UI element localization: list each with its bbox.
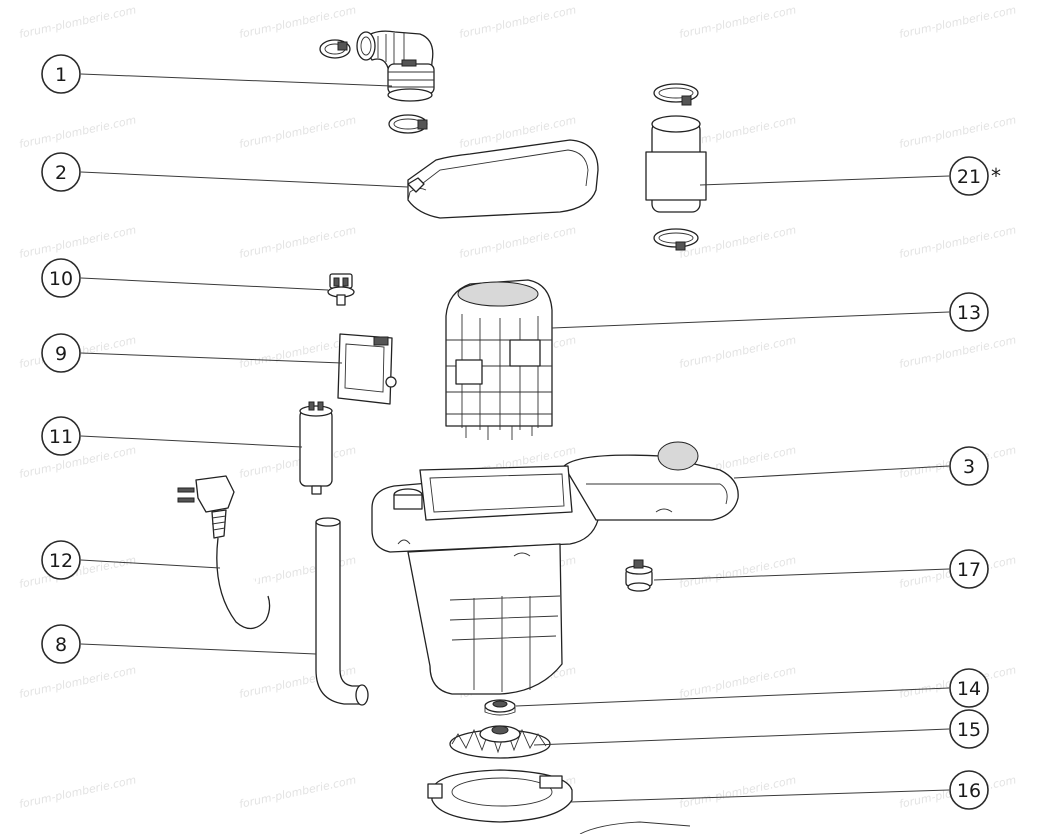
callout-label: 3 <box>963 456 975 478</box>
watermark-text: forum-plomberie.com <box>458 223 577 261</box>
callout-label: 15 <box>957 719 981 741</box>
callout-label: 1 <box>55 64 67 86</box>
part-3-pump-body <box>371 441 739 695</box>
watermark-text: forum-plomberie.com <box>18 113 137 151</box>
callout-label: 10 <box>49 268 73 290</box>
watermark-text: forum-plomberie.com <box>18 773 137 811</box>
watermark-text: forum-plomberie.com <box>898 223 1017 261</box>
callout-label: 11 <box>49 426 73 448</box>
part-9-circuit-board <box>337 333 397 405</box>
callouts: 1 2 10 9 11 12 8 21 * <box>41 54 1001 810</box>
part-10-sensor <box>327 273 355 306</box>
watermark-text: forum-plomberie.com <box>678 553 797 591</box>
part-8-discharge-pipe <box>315 517 369 706</box>
part-1-elbow-hose <box>319 30 435 134</box>
callout-8: 8 <box>41 624 81 664</box>
callout-13: 13 <box>949 292 989 332</box>
leader-9 <box>80 352 343 364</box>
callout-label: 17 <box>957 559 981 581</box>
leader-15 <box>533 728 950 746</box>
callout-17: 17 <box>949 549 989 589</box>
callout-16: 16 <box>949 770 989 810</box>
leader-10 <box>80 277 329 291</box>
leader-2 <box>80 171 409 188</box>
part-2-cover-lid <box>407 139 599 219</box>
callout-1: 1 <box>41 54 81 94</box>
leader-12 <box>80 559 221 569</box>
leader-16 <box>569 789 950 803</box>
callout-label: 13 <box>957 302 981 324</box>
leader-14 <box>515 687 950 707</box>
watermark-text: forum-plomberie.com <box>238 113 357 151</box>
leader-11 <box>80 435 303 448</box>
watermark-text: forum-plomberie.com <box>678 333 797 371</box>
part-12-power-cord <box>177 475 271 630</box>
part-14-seal <box>484 699 516 716</box>
callout-label: 16 <box>957 780 981 802</box>
part-21-bellows-hose <box>645 83 707 251</box>
watermark-text: forum-plomberie.com <box>18 663 137 701</box>
callout-3: 3 <box>949 446 989 486</box>
callout-11: 11 <box>41 416 81 456</box>
watermark-text: forum-plomberie.com <box>458 3 577 41</box>
watermark-text: forum-plomberie.com <box>238 773 357 811</box>
watermark-text: forum-plomberie.com <box>18 223 137 261</box>
watermark-text: forum-plomberie.com <box>18 443 137 481</box>
callout-15: 15 <box>949 709 989 749</box>
leader-3 <box>733 465 950 479</box>
part-17-valve <box>625 559 653 592</box>
part-13-motor <box>445 279 553 440</box>
leader-1 <box>80 73 393 87</box>
callout-label: 8 <box>55 634 67 656</box>
callout-2: 2 <box>41 152 81 192</box>
watermark-text: forum-plomberie.com <box>678 3 797 41</box>
watermark-text: forum-plomberie.com <box>898 3 1017 41</box>
watermark-text: forum-plomberie.com <box>238 443 357 481</box>
part-16-bottom-ring <box>427 769 691 834</box>
callout-label: 14 <box>957 678 981 700</box>
watermark-text: forum-plomberie.com <box>18 3 137 41</box>
callout-label: 9 <box>55 343 67 365</box>
callout-note-asterisk: * <box>991 164 1001 188</box>
leader-13 <box>551 311 950 329</box>
callout-21: 21 * <box>949 156 1001 196</box>
leader-21 <box>699 175 950 186</box>
callout-9: 9 <box>41 333 81 373</box>
callout-label: 12 <box>49 550 73 572</box>
watermark-text: forum-plomberie.com <box>678 773 797 811</box>
callout-12: 12 <box>41 540 81 580</box>
callout-label: 21 <box>957 166 981 188</box>
callout-10: 10 <box>41 258 81 298</box>
callout-14: 14 <box>949 668 989 708</box>
watermark-text: forum-plomberie.com <box>898 333 1017 371</box>
leader-17 <box>653 568 950 581</box>
callout-label: 2 <box>55 162 67 184</box>
part-15-impeller <box>449 725 551 759</box>
leader-lines <box>80 73 950 803</box>
watermark-text: forum-plomberie.com <box>898 113 1017 151</box>
leader-8 <box>80 643 317 655</box>
part-11-capacitor <box>299 401 333 495</box>
watermark-text: forum-plomberie.com <box>238 3 357 41</box>
watermark-text: forum-plomberie.com <box>238 223 357 261</box>
